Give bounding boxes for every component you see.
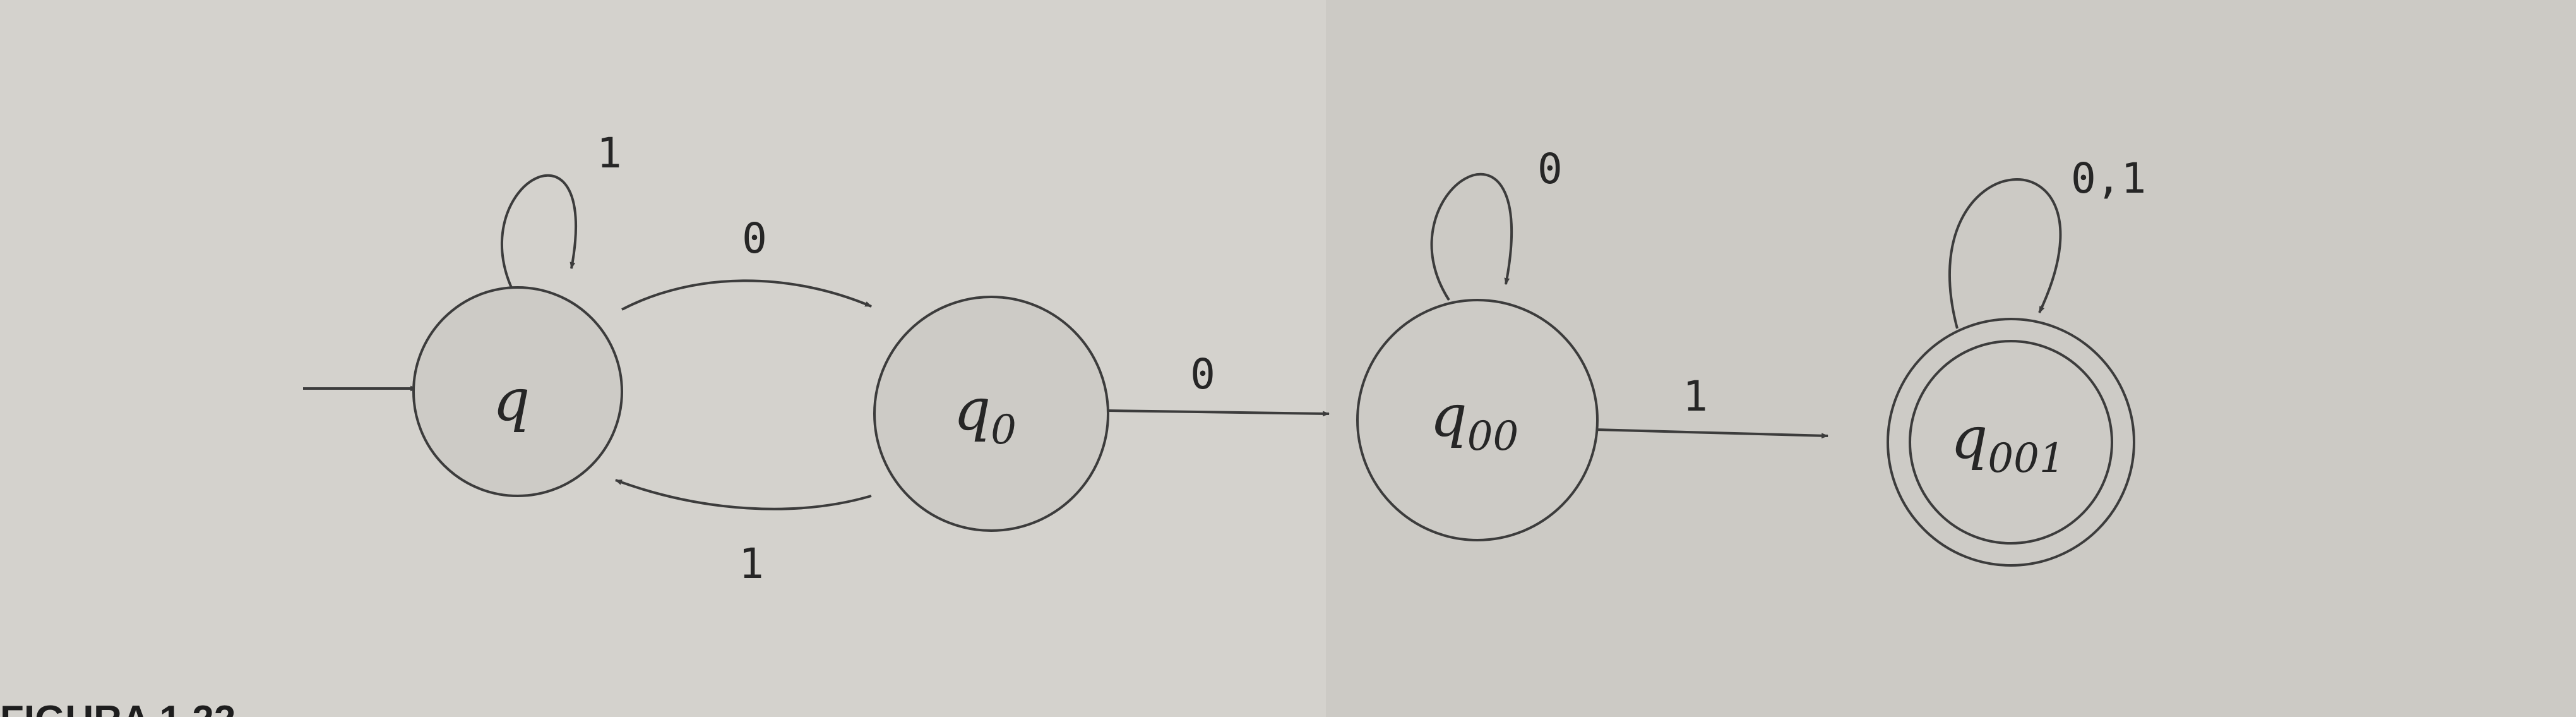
figure-caption: FIGURA 1.22	[0, 698, 236, 717]
label-q-q0: 0	[742, 214, 767, 263]
state-q: q	[412, 286, 623, 497]
transition-q001-self	[1948, 178, 2062, 329]
svg-text:q00: q00	[1430, 382, 1518, 460]
transition-q00-self	[1430, 172, 1513, 301]
transition-q0-q00	[1107, 409, 1330, 417]
label-q0-q: 1	[739, 539, 764, 588]
transition-q-self	[500, 174, 578, 301]
svg-text:q0: q0	[953, 376, 1017, 454]
state-q001-accept: q001	[1887, 318, 2135, 567]
svg-text:q001: q001	[1950, 404, 2065, 482]
label-q00-self: 0	[1537, 145, 1563, 193]
label-q0-q00: 0	[1190, 350, 1215, 399]
transition-q0-q	[614, 479, 872, 510]
label-q00-q001: 1	[1683, 372, 1708, 421]
transition-q-q0	[621, 279, 873, 311]
svg-text:q: q	[493, 366, 530, 434]
state-q00: q00	[1356, 299, 1599, 541]
state-q0: q0	[873, 296, 1109, 532]
label-q-self: 1	[597, 129, 622, 178]
label-q001-self: 0,1	[2071, 154, 2146, 203]
transition-q00-q001	[1594, 428, 1829, 439]
